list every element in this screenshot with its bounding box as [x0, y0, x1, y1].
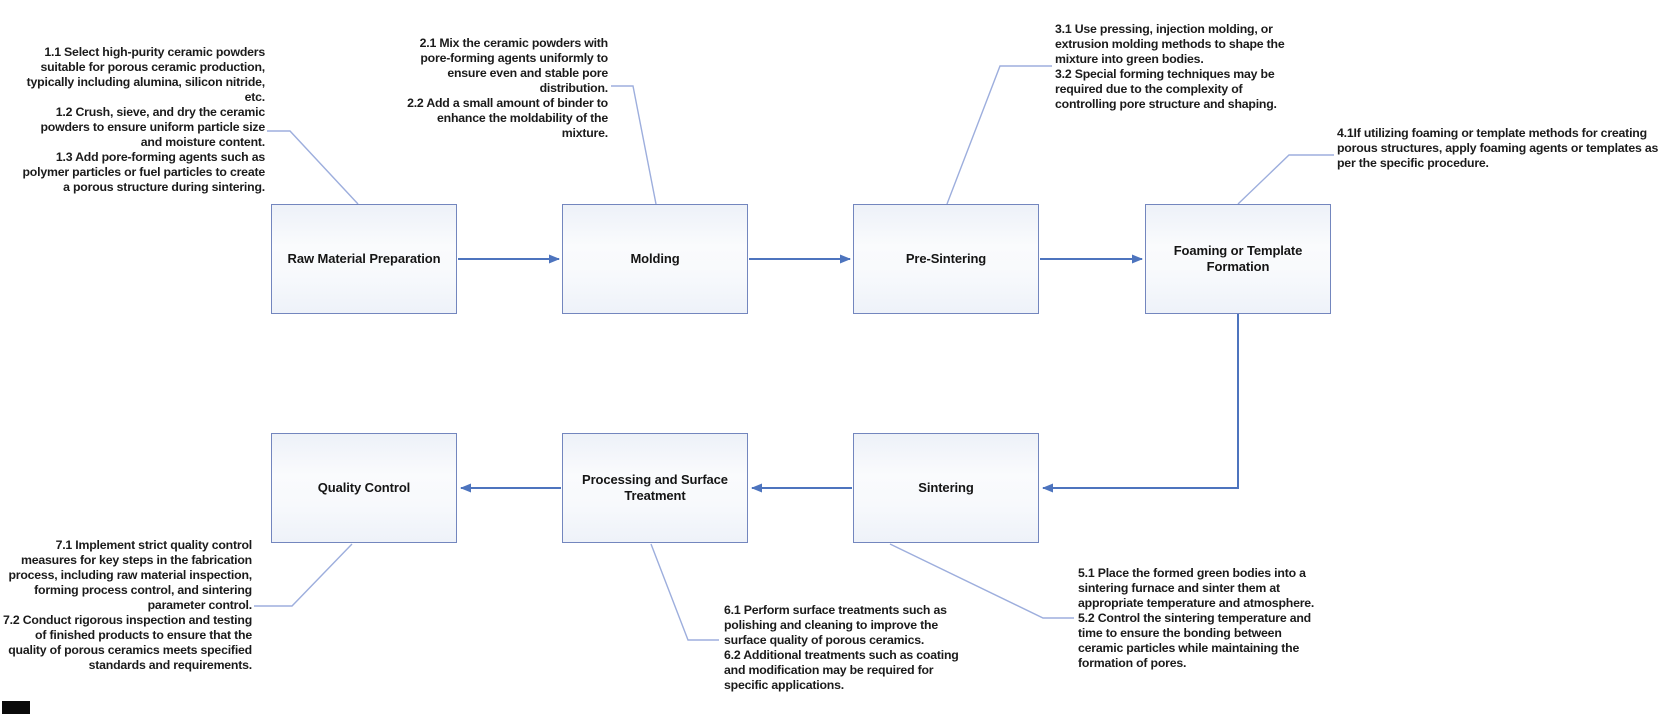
node-molding: Molding	[562, 204, 748, 314]
arrow-foaming-to-sintering	[1042, 314, 1239, 493]
annotation-processing: 6.1 Perform surface treatments such as p…	[724, 603, 969, 693]
annotation-item: 7.2 Conduct rigorous inspection and test…	[3, 613, 252, 672]
node-pre-sintering: Pre-Sintering	[853, 204, 1039, 314]
annotation-item: 4.1If utilizing foaming or template meth…	[1337, 126, 1659, 170]
annotation-quality-control: 7.1 Implement strict quality control mea…	[2, 538, 252, 673]
callout-line-quality-control	[254, 543, 353, 607]
annotation-item: 6.1 Perform surface treatments such as p…	[724, 603, 947, 647]
callout-line-molding	[611, 85, 657, 205]
node-label: Processing and Surface Treatment	[582, 471, 728, 503]
annotation-item: 3.2 Special forming techniques may be re…	[1055, 67, 1277, 111]
annotation-item: 1.1 Select high-purity ceramic powders s…	[26, 45, 266, 104]
annotation-item: 7.1 Implement strict quality control mea…	[8, 538, 252, 612]
annotation-item: 6.2 Additional treatments such as coatin…	[724, 648, 959, 692]
callout-line-foaming	[1237, 154, 1334, 205]
callout-line-processing	[650, 543, 719, 641]
node-label: Pre-Sintering	[905, 250, 987, 266]
callout-line-pre-sintering	[946, 65, 1052, 205]
annotation-item: 3.1 Use pressing, injection molding, or …	[1055, 22, 1285, 66]
annotation-raw-material-preparation: 1.1 Select high-purity ceramic powders s…	[18, 45, 266, 195]
annotation-sintering: 5.1 Place the formed green bodies into a…	[1078, 566, 1326, 671]
annotation-foaming: 4.1If utilizing foaming or template meth…	[1337, 126, 1661, 171]
annotation-item: 1.2 Crush, sieve, and dry the ceramic po…	[40, 105, 265, 149]
node-quality-control: Quality Control	[271, 433, 457, 543]
node-foaming-or-template-formation: Foaming or Template Formation	[1145, 204, 1331, 314]
node-label: Raw Material Preparation	[287, 250, 441, 266]
node-label: Sintering	[918, 479, 974, 495]
annotation-item: 2.1 Mix the ceramic powders with pore-fo…	[419, 36, 609, 95]
node-processing-and-surface-treatment: Processing and Surface Treatment	[562, 433, 748, 543]
node-label: Molding	[630, 250, 680, 266]
annotation-item: 5.2 Control the sintering temperature an…	[1078, 611, 1311, 670]
annotation-item: 5.1 Place the formed green bodies into a…	[1078, 566, 1315, 610]
annotation-item: 2.2 Add a small amount of binder to enha…	[407, 96, 608, 140]
annotation-pre-sintering: 3.1 Use pressing, injection molding, or …	[1055, 22, 1300, 112]
node-raw-material-preparation: Raw Material Preparation	[271, 204, 457, 314]
node-label: Foaming or Template Formation	[1173, 242, 1303, 274]
bottom-left-dark-artifact	[2, 701, 30, 714]
callout-line-raw-material	[267, 130, 359, 205]
annotation-molding: 2.1 Mix the ceramic powders with pore-fo…	[390, 36, 608, 141]
node-sintering: Sintering	[853, 433, 1039, 543]
node-label: Quality Control	[317, 479, 411, 495]
annotation-item: 1.3 Add pore-forming agents such as poly…	[22, 150, 266, 194]
